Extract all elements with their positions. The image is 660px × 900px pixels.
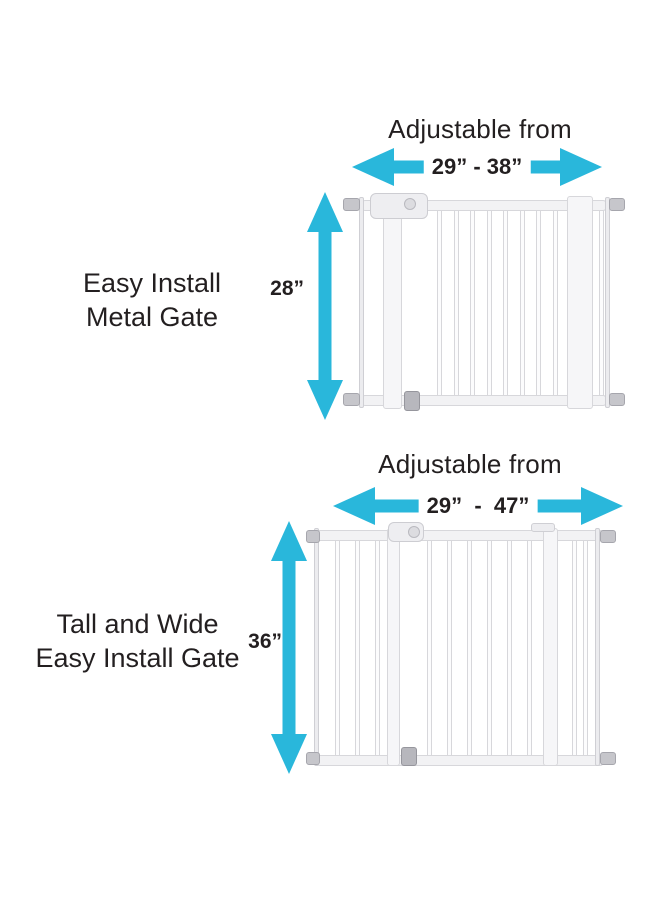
latch-dial: [404, 198, 416, 210]
gate-top-rail: [316, 530, 604, 541]
latch-post: [543, 528, 558, 766]
mount-post-right: [605, 197, 610, 408]
pressure-knob: [609, 198, 625, 211]
width-range-label-bottom: 29” - 47”: [418, 493, 538, 519]
gate-bar: [447, 536, 452, 758]
pressure-knob: [343, 393, 360, 406]
arrow-head-left-icon: [333, 487, 375, 525]
arrow-head-up-icon: [271, 521, 307, 561]
gate-bottom-rail: [316, 755, 604, 766]
gate-bar: [572, 536, 577, 758]
pressure-knob: [306, 530, 320, 543]
gate-bar: [467, 536, 472, 758]
gate-bar: [454, 204, 459, 402]
gate-bar: [553, 204, 558, 402]
gate-bar: [487, 536, 492, 758]
mount-post-left: [314, 528, 319, 766]
product-name-line2: Easy Install Gate: [35, 643, 240, 673]
product-name-bottom: Tall and Wide Easy Install Gate: [15, 607, 260, 675]
mount-post-right: [595, 528, 600, 766]
metal-gate-illustration: [343, 192, 625, 420]
gate-bar: [507, 536, 512, 758]
arrow-head-down-icon: [271, 734, 307, 774]
tall-wide-gate-illustration: [306, 522, 622, 766]
gate-bar: [520, 204, 525, 402]
latch-post: [567, 196, 593, 409]
product-name-line2: Metal Gate: [85, 302, 219, 332]
latch-handle: [388, 522, 424, 542]
gate-bar: [375, 536, 380, 758]
latch-catch: [531, 523, 555, 532]
gate-bar: [355, 536, 360, 758]
adjustable-from-label-bottom: Adjustable from: [378, 449, 562, 479]
gate-bar: [427, 536, 432, 758]
arrow-head-right-icon: [581, 487, 623, 525]
pressure-knob: [600, 752, 616, 765]
product-name-top: Easy Install Metal Gate: [38, 266, 266, 334]
foot-release: [404, 391, 420, 411]
gate-bar: [599, 204, 604, 402]
hinge-post: [383, 196, 402, 409]
gate-bar: [536, 204, 541, 402]
gate-bar: [503, 204, 508, 402]
arrow-head-up-icon: [307, 192, 343, 232]
height-label-top: 28”: [270, 277, 304, 300]
latch-handle: [370, 193, 428, 219]
arrow-shaft: [282, 555, 296, 740]
pressure-knob: [343, 198, 360, 211]
product-name-line1: Tall and Wide: [56, 609, 219, 639]
height-arrow-top: [307, 192, 343, 420]
gate-bar: [335, 536, 340, 758]
height-label-bottom: 36”: [248, 630, 282, 653]
latch-dial: [408, 526, 420, 538]
gate-bar: [527, 536, 532, 758]
arrow-shaft: [318, 226, 332, 386]
pressure-knob: [609, 393, 625, 406]
pressure-knob: [306, 752, 320, 765]
product-name-line1: Easy Install: [82, 268, 222, 298]
gate-bar: [470, 204, 475, 402]
arrow-head-down-icon: [307, 380, 343, 420]
gate-bar: [487, 204, 492, 402]
width-range-label-top: 29” - 38”: [423, 154, 531, 180]
arrow-head-right-icon: [560, 148, 602, 186]
height-arrow-bottom: [271, 521, 307, 774]
mount-post-left: [359, 197, 364, 408]
arrow-head-left-icon: [352, 148, 394, 186]
gate-bar: [437, 204, 442, 402]
hinge-post: [387, 528, 400, 766]
width-arrow-top: 29” - 38”: [352, 148, 602, 186]
width-arrow-bottom: 29” - 47”: [333, 487, 623, 525]
gate-bar: [583, 536, 588, 758]
pressure-knob: [600, 530, 616, 543]
adjustable-from-label-top: Adjustable from: [388, 114, 572, 144]
foot-release: [401, 747, 417, 766]
